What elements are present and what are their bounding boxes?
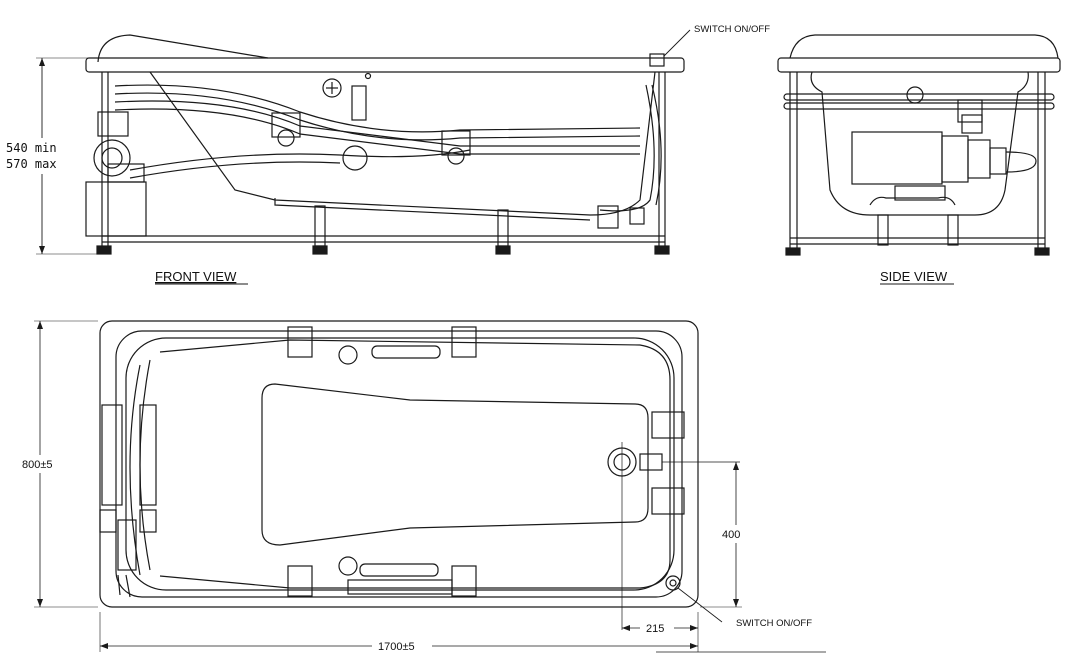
plan-view [99,320,740,630]
front-foot [312,245,328,255]
plan-jet [651,411,685,439]
switch-label-top: SWITCH ON/OFF [694,24,770,35]
front-motor [85,181,147,237]
switch-offset-x-label: 215 [646,623,664,635]
side-view [777,34,1061,256]
plan-suction [338,556,358,576]
front-tub-body [149,71,656,216]
plan-jet [451,326,477,358]
front-suction [342,145,368,171]
front-view-label: FRONT VIEW [155,269,237,284]
front-pipe [114,84,641,133]
front-waste [597,205,619,229]
front-tub-rim [85,57,685,73]
plan-jet [287,565,313,597]
width-dimension-label: 800±5 [22,459,53,471]
plan-pump [101,404,123,506]
height-max-label: 570 max [6,157,57,171]
switch-offset-y-label: 400 [722,529,740,541]
front-foot [495,245,511,255]
height-min-label: 540 min [6,141,57,155]
front-tub-top-edge [97,34,269,63]
front-foot [96,245,112,255]
side-tub-top-edge [789,34,1059,59]
switch-label-plan: SWITCH ON/OFF [736,618,812,629]
front-pump [93,139,131,177]
plan-jet [287,326,313,358]
side-motor [851,131,943,185]
front-view [85,29,691,255]
front-jet [441,130,471,156]
plan-jet [651,487,685,515]
side-tub-rim [777,57,1061,73]
side-tub-body [810,71,1029,216]
plan-dimensions [34,320,826,653]
plan-inner-basin [261,383,649,546]
plan-switch [665,575,681,591]
front-jet [271,112,301,138]
front-suction [322,78,342,98]
plan-suction [338,345,358,365]
side-view-label: SIDE VIEW [880,269,948,284]
front-switch [649,53,665,67]
length-dimension-label: 1700±5 [378,641,415,653]
plan-outer-rim [99,320,699,608]
plan-jet [451,565,477,597]
front-foot [654,245,670,255]
